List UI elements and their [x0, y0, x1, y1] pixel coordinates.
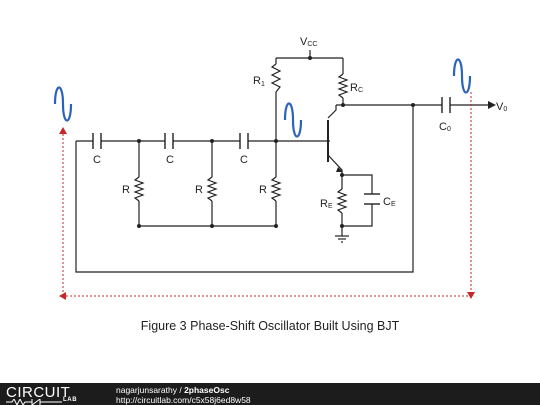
- re-label: RE: [320, 198, 333, 210]
- ground-icon: [335, 235, 349, 243]
- figure-caption: Figure 3 Phase-Shift Oscillator Built Us…: [140, 319, 400, 333]
- ce-label: CE: [383, 196, 396, 208]
- ce-capacitor: [364, 193, 380, 205]
- author-link[interactable]: nagarjunsarathy: [116, 385, 177, 395]
- base-sine-icon: [283, 102, 303, 138]
- emitter-node: [342, 174, 373, 227]
- junction-dots: [137, 56, 415, 228]
- rc2-resistor: [270, 176, 282, 202]
- project-link[interactable]: 2phaseOsc: [184, 385, 230, 395]
- logo-wave-icon: [6, 399, 62, 405]
- circuitlab-logo[interactable]: CIRCUIT: [6, 384, 71, 401]
- rb-resistor: [206, 176, 218, 202]
- red-arrowhead-down-icon: [467, 292, 475, 299]
- r1-resistor: [270, 63, 282, 93]
- c0-capacitor: [441, 97, 451, 113]
- vcc-label: VCC: [300, 36, 317, 48]
- output-arrow-icon: [488, 101, 496, 109]
- project-url[interactable]: http://circuitlab.com/c5x58j6ed8w58: [116, 395, 251, 405]
- c3-capacitor: [239, 133, 249, 149]
- footer-bar: CIRCUIT LAB nagarjunsarathy / 2phaseOsc …: [0, 383, 540, 405]
- c1-label: C: [93, 154, 101, 166]
- collector-lead: [327, 105, 337, 119]
- input-sine-icon: [53, 86, 73, 122]
- red-arrowhead-left-icon: [59, 292, 66, 300]
- r1-label: R1: [253, 75, 265, 88]
- logo-lab-text: LAB: [63, 397, 78, 403]
- red-arrowhead-up-icon: [59, 127, 67, 134]
- footer-author: nagarjunsarathy / 2phaseOsc: [116, 385, 230, 395]
- re-resistor: [336, 188, 348, 214]
- r-a-label: R: [122, 184, 130, 196]
- c1-capacitor: [92, 133, 102, 149]
- feedback-wire-left: [75, 105, 414, 273]
- rc-label: RC: [350, 82, 363, 94]
- c2-label: C: [166, 154, 174, 166]
- c2-capacitor: [164, 133, 174, 149]
- c0-label: C0: [439, 121, 451, 133]
- emitter-arrow-icon: [336, 167, 343, 172]
- r-c-label: R: [259, 184, 267, 196]
- output-sine-icon: [452, 58, 472, 94]
- ra-resistor: [133, 176, 145, 202]
- v0-label: V0: [496, 101, 507, 113]
- c3-label: C: [240, 154, 248, 166]
- r-b-label: R: [195, 184, 203, 196]
- circuit-schematic: VCC R1 RC RE CE C0 V0 C C C R R R: [53, 36, 507, 300]
- rc-resistor: [337, 73, 349, 99]
